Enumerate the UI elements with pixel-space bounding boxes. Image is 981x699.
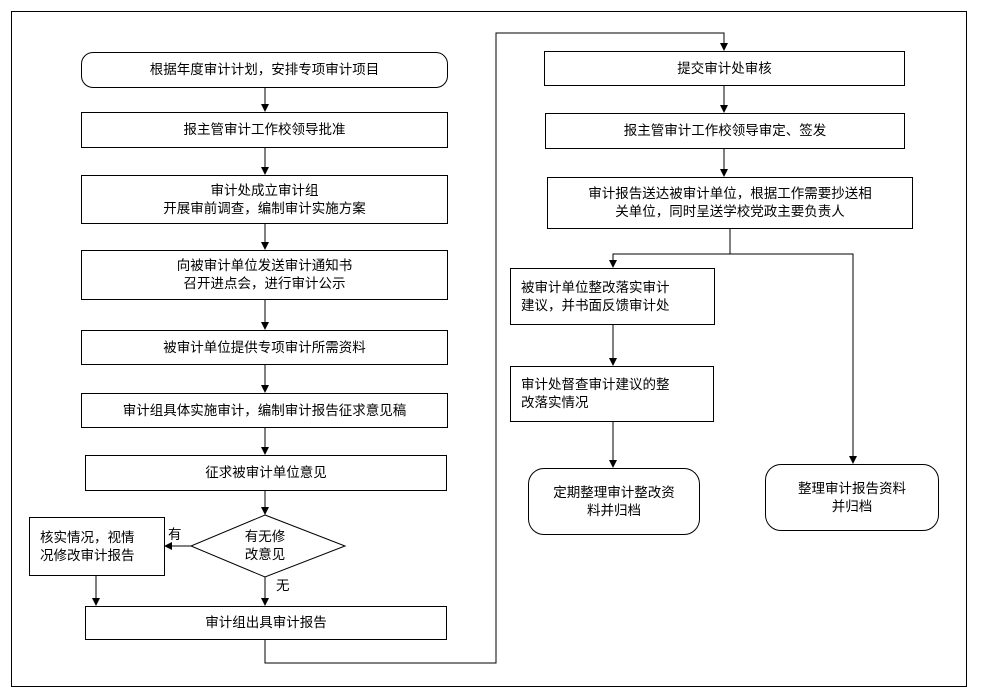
step-archive-report: 整理审计报告资料 并归档 [765, 464, 939, 531]
arrow-r3-r4 [609, 229, 731, 268]
step-verify-revise: 核实情况，视情 况修改审计报告 [29, 517, 165, 576]
branch-yes-label: 有 [168, 527, 182, 543]
arrow-r3-r7 [730, 253, 857, 464]
diagram-frame [11, 11, 967, 687]
step-arrange-project: 根据年度审计计划，安排专项审计项目 [81, 52, 448, 88]
step-issue-report: 审计组出具审计报告 [85, 606, 447, 640]
step-solicit-opinion: 征求被审计单位意见 [85, 455, 447, 491]
step-rectify-feedback: 被审计单位整改落实审计 建议，并书面反馈审计处 [510, 268, 715, 325]
branch-no-label: 无 [276, 578, 290, 594]
arrow-s8-r1 [264, 32, 728, 664]
step-leader-sign: 报主管审计工作校领导审定、签发 [545, 113, 905, 149]
step-send-notice: 向被审计单位发送审计通知书 召开进点会，进行审计公示 [81, 250, 448, 300]
step-leader-approval: 报主管审计工作校领导批准 [81, 112, 448, 148]
step-submit-review: 提交审计处审核 [544, 51, 905, 86]
step-form-audit-team: 审计处成立审计组 开展审前调查，编制审计实施方案 [81, 175, 448, 224]
decision-label: 有无修 改意见 [244, 529, 286, 563]
step-implement-audit: 审计组具体实施审计，编制审计报告征求意见稿 [81, 393, 448, 428]
decision-diamond [189, 514, 347, 578]
step-archive-rectification: 定期整理审计整改资 料并归档 [528, 468, 700, 535]
step-supervise-rectification: 审计处督查审计建议的整 改落实情况 [510, 366, 714, 422]
step-provide-materials: 被审计单位提供专项审计所需资料 [81, 330, 448, 365]
step-deliver-report: 审计报告送达被审计单位，根据工作需要抄送相 关单位，同时呈送学校党政主要负责人 [547, 177, 913, 229]
